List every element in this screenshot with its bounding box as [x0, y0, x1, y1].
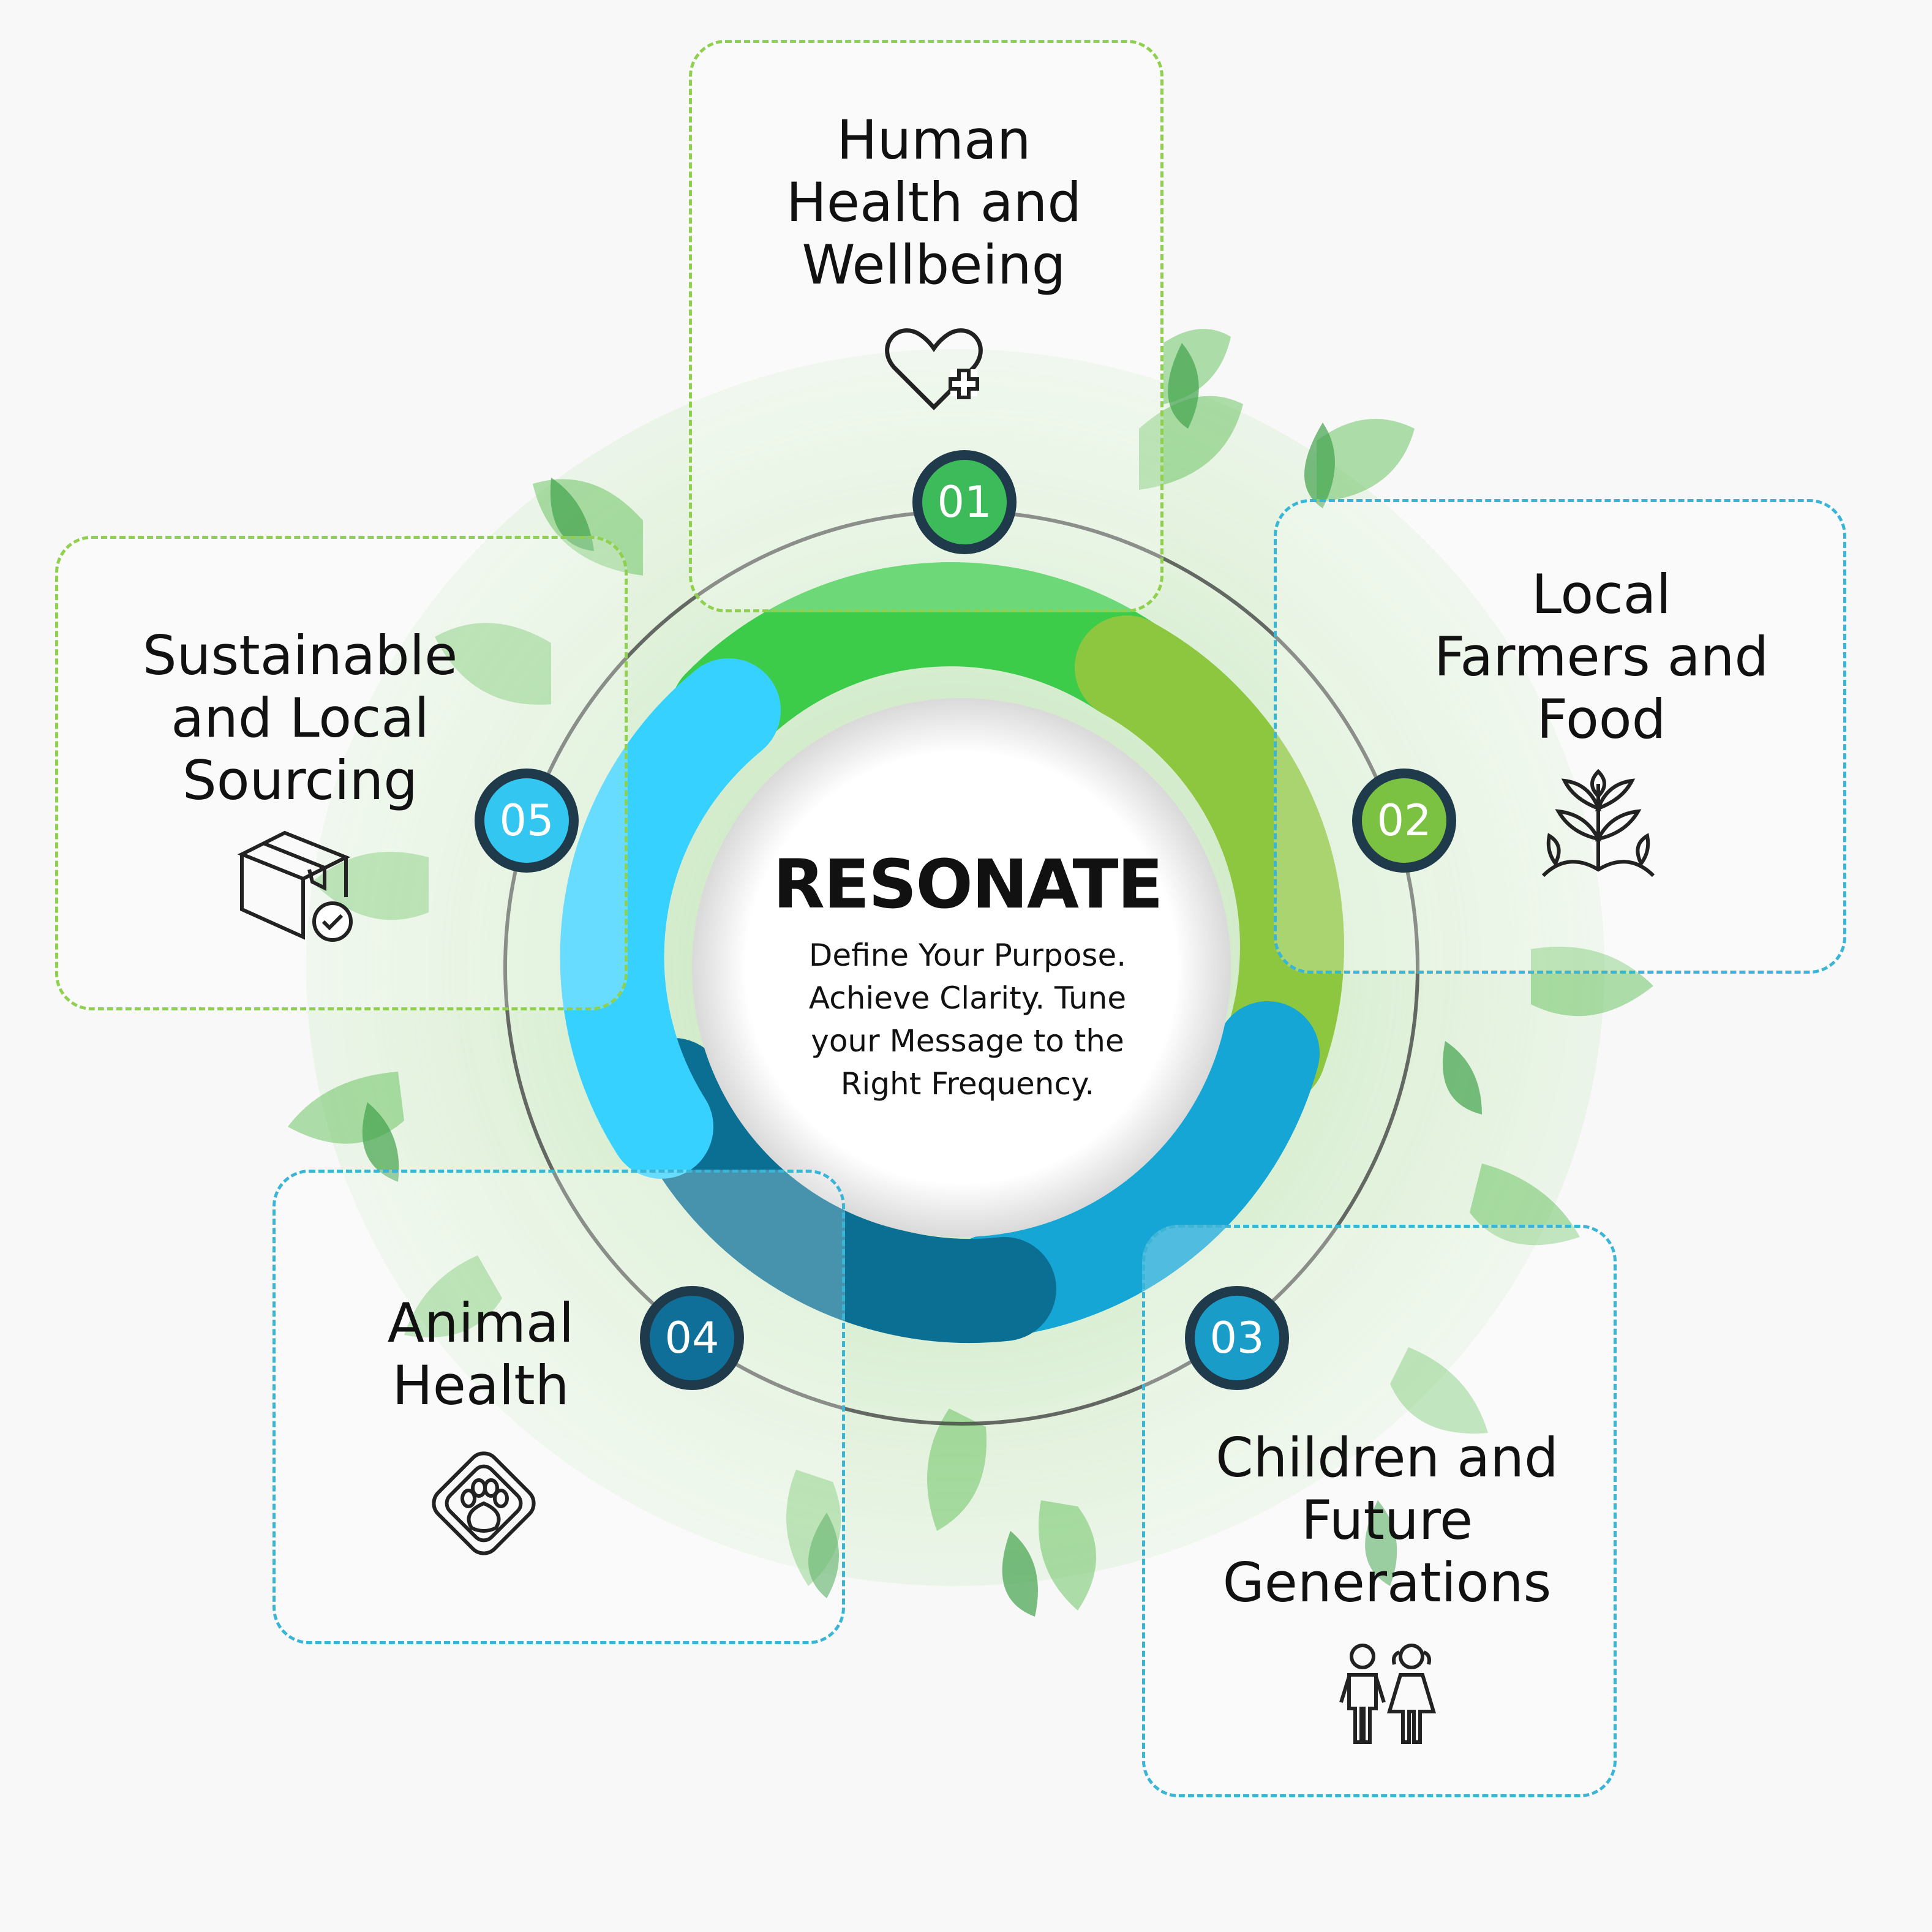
badge-05: 05: [475, 769, 579, 873]
badge-03: 03: [1185, 1286, 1289, 1390]
segmented-ring: [560, 562, 1344, 1344]
card-animal-health: [273, 1170, 845, 1644]
heart-plus-icon: [885, 328, 983, 410]
badge-01: 01: [912, 450, 1017, 554]
card-title-human-health: Human Health and Wellbeing: [786, 108, 1082, 296]
card-title-sustainable-sourcing: Sustainable and Local Sourcing: [142, 624, 458, 812]
card-title-children: Children and Future Generations: [1216, 1426, 1558, 1614]
badge-02: 02: [1352, 769, 1456, 873]
box-check-icon: [237, 830, 353, 942]
children-icon: [1339, 1644, 1437, 1744]
card-title-animal-health: Animal Health: [387, 1291, 574, 1417]
plant-sprout-icon: [1541, 769, 1655, 878]
center-disk: [692, 698, 1231, 1237]
center-description: Define Your Purpose. Achieve Clarity. Tu…: [808, 938, 1127, 1102]
center-title: RESONATE: [773, 845, 1163, 923]
paw-icon: [432, 1451, 536, 1555]
badge-04: 04: [640, 1286, 744, 1390]
card-local-farmers: [1274, 499, 1846, 974]
card-title-local-farmers: Local Farmers and Food: [1434, 563, 1769, 751]
